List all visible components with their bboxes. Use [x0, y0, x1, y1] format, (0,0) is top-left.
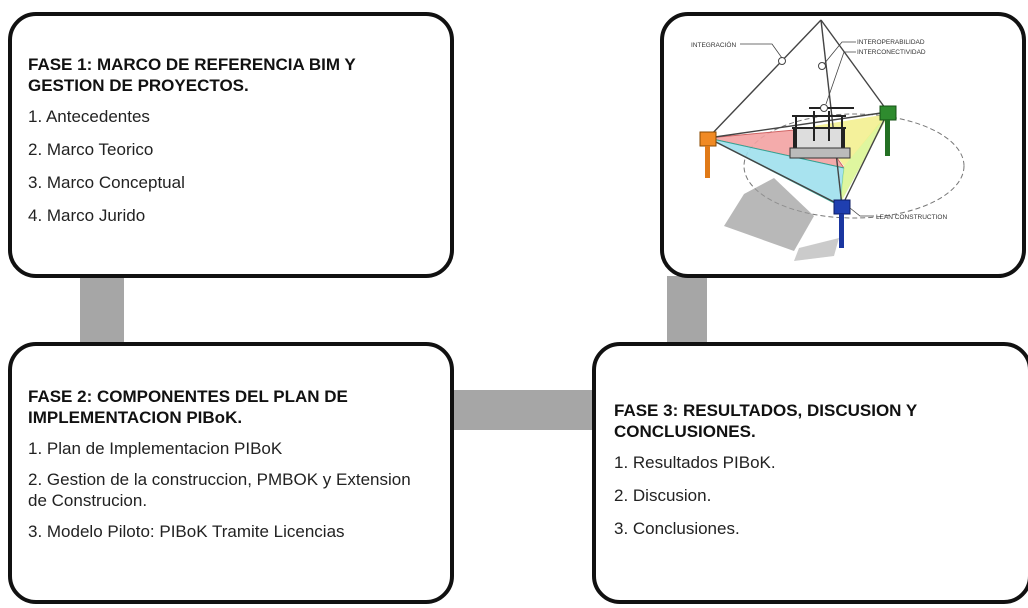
building-base	[789, 147, 851, 159]
phase-1-title: FASE 1: MARCO DE REFERENCIA BIM Y GESTIO…	[28, 55, 356, 95]
phase-3-title: FASE 3: RESULTADOS, DISCUSION Y CONCLUSI…	[614, 401, 917, 441]
orbit-ellipse	[743, 113, 965, 219]
bim-pyramid-illustration: INTEGRACIÓN INTEROPERABILIDAD INTERCONEC…	[691, 19, 965, 261]
ground-shadow-2	[794, 238, 839, 261]
phase-1-item: 4. Marco Jurido	[28, 206, 146, 225]
phase-3-item: 3. Conclusiones.	[614, 519, 740, 538]
connector-phase1-phase2	[80, 276, 124, 346]
connector-figure-phase3	[667, 276, 707, 346]
green-cube	[879, 105, 897, 121]
interop-node	[818, 62, 826, 70]
interconn-node	[820, 104, 828, 112]
phase-1-box: FASE 1: MARCO DE REFERENCIA BIM Y GESTIO…	[8, 12, 454, 278]
phase-1-item: 2. Marco Teorico	[28, 140, 154, 159]
phase-3-item: 2. Discusion.	[614, 486, 712, 505]
phase-1-list: 1. Antecedentes 2. Marco Teorico 3. Marc…	[28, 106, 426, 226]
leader-lines	[740, 41, 874, 217]
phase-3-list: 1. Resultados PIBoK. 2. Discusion. 3. Co…	[614, 452, 1008, 539]
pyramid-edges	[707, 19, 889, 207]
phase-2-list: 1. Plan de Implementacion PIBoK 2. Gesti…	[28, 438, 430, 542]
phase-2-item: 2. Gestion de la construccion, PMBOK y E…	[28, 470, 411, 510]
blue-cube	[833, 199, 851, 215]
phase-1-item: 3. Marco Conceptual	[28, 173, 185, 192]
building-frame	[792, 107, 854, 151]
green-pillar	[885, 120, 890, 156]
bim-pyramid-figure-box: INTEGRACIÓN INTEROPERABILIDAD INTERCONEC…	[660, 12, 1026, 278]
phase-2-item: 1. Plan de Implementacion PIBoK	[28, 439, 283, 458]
orange-cube	[699, 131, 717, 147]
label-integracion: INTEGRACIÓN	[691, 40, 736, 49]
phase-2-item: 3. Modelo Piloto: PIBoK Tramite Licencia…	[28, 522, 345, 541]
phase-2-title: FASE 2: COMPONENTES DEL PLAN DE IMPLEMEN…	[28, 387, 348, 427]
label-interoperabilidad: INTEROPERABILIDAD	[857, 39, 925, 46]
blue-pillar	[839, 214, 844, 248]
orange-pillar	[705, 146, 710, 178]
connector-phase2-phase3	[452, 390, 594, 430]
integration-node	[778, 57, 786, 65]
label-interconectividad: INTERCONECTIVIDAD	[857, 49, 926, 56]
phase-3-item: 1. Resultados PIBoK.	[614, 453, 776, 472]
ground-shadow	[724, 178, 814, 251]
label-lean-construction: LEAN CONSTRUCTION	[876, 214, 947, 221]
phase-2-box: FASE 2: COMPONENTES DEL PLAN DE IMPLEMEN…	[8, 342, 454, 604]
phase-1-item: 1. Antecedentes	[28, 107, 150, 126]
phase-3-box: FASE 3: RESULTADOS, DISCUSION Y CONCLUSI…	[592, 342, 1028, 604]
